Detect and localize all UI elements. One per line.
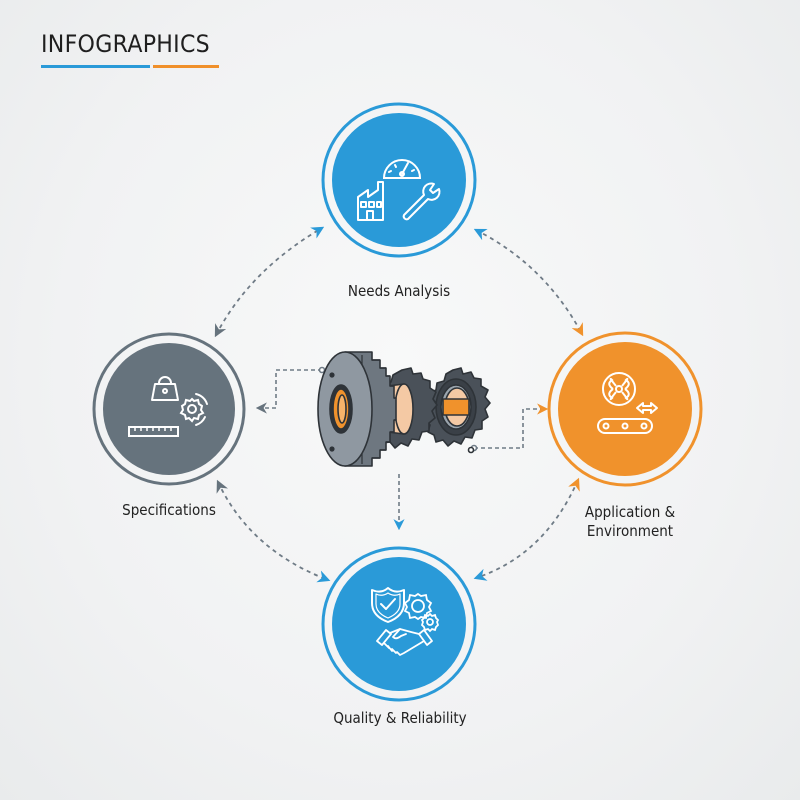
weight-icon (151, 376, 179, 401)
gear-right (424, 367, 491, 454)
factory-icon (357, 181, 384, 221)
label-application-line-1: Application & (584, 503, 676, 521)
page-title: INFOGRAPHICS (41, 30, 210, 58)
fan-icon (602, 372, 636, 406)
title-underline-orange (153, 65, 219, 68)
gear-assembly-icon (317, 351, 491, 467)
gear-cycle-icon (179, 393, 208, 426)
label-quality-reliability: Quality & Reliability (333, 709, 467, 727)
gauge-icon (382, 159, 422, 179)
label-needs-analysis: Needs Analysis (347, 282, 451, 300)
header: INFOGRAPHICS (41, 30, 225, 68)
node-quality-reliability[interactable] (321, 546, 477, 702)
connector-needs-specifications (214, 226, 325, 338)
label-application-line-2: Environment (586, 522, 674, 540)
gear-front (317, 351, 397, 467)
ruler-icon (128, 426, 179, 437)
double-arrow-icon (636, 402, 658, 414)
label-specifications: Specifications (122, 501, 216, 519)
node-needs-analysis[interactable] (321, 102, 477, 258)
wrench-icon (402, 182, 441, 221)
connector-center-specifications (255, 366, 326, 414)
connector-needs-application (473, 228, 584, 337)
gears-icon (403, 592, 440, 633)
connector-application-quality (473, 477, 580, 581)
node-application-environment[interactable] (547, 331, 703, 487)
connector-specifications-quality (216, 479, 331, 583)
handshake-icon (376, 628, 433, 656)
label-application-environment: Application & Environment (545, 503, 716, 541)
conveyor-icon (597, 418, 653, 434)
node-specifications[interactable] (92, 332, 246, 486)
title-underline-blue (41, 65, 150, 68)
